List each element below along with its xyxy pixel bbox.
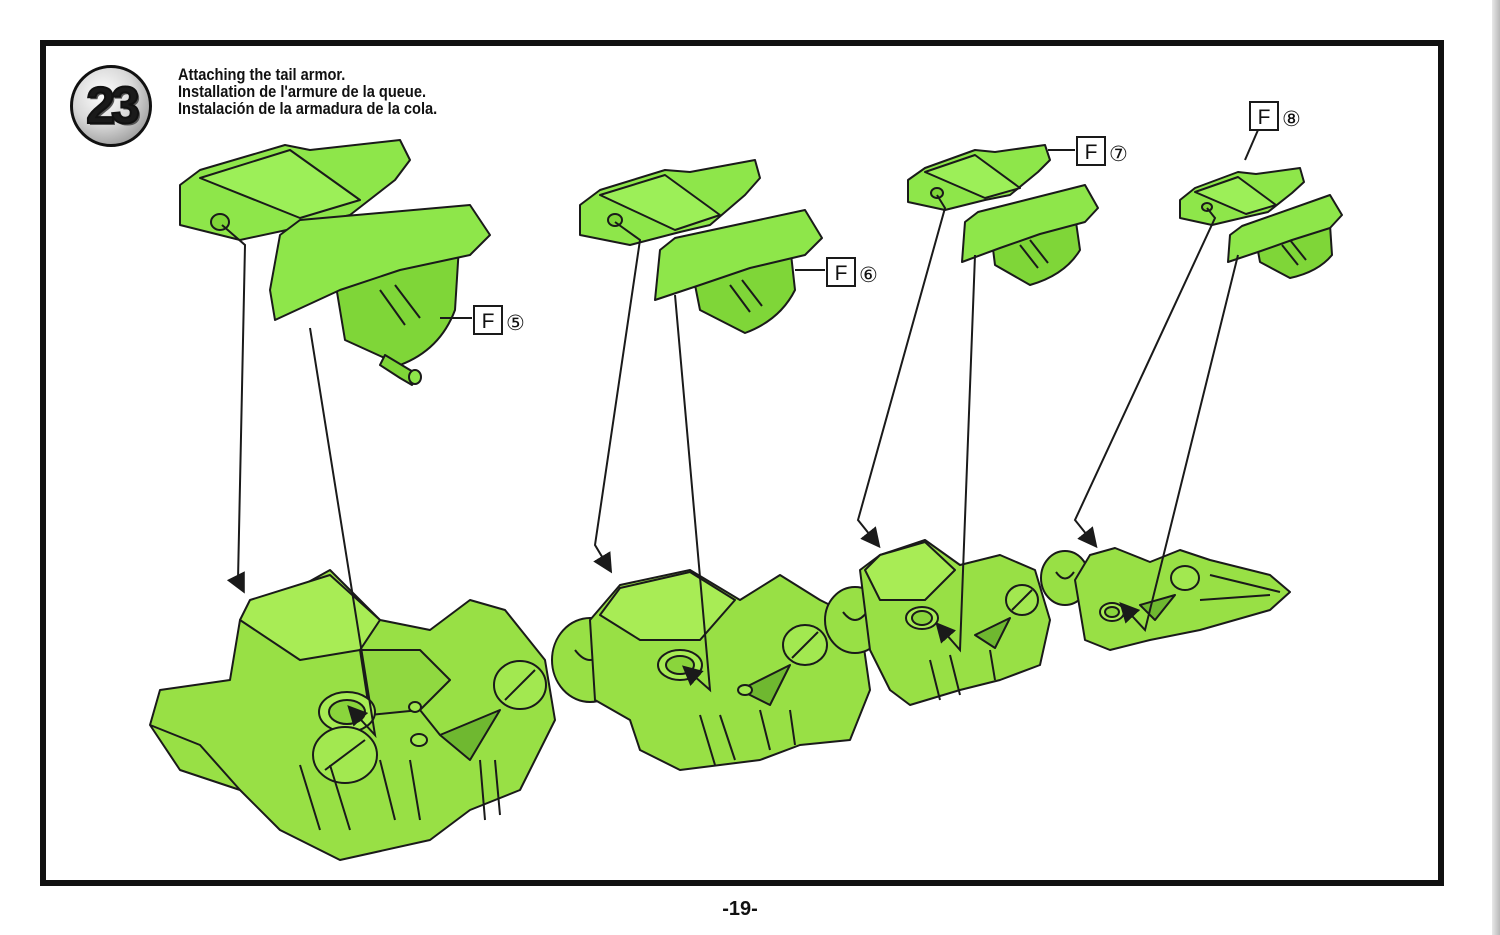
assembly-guides [221,129,1259,739]
guide-arrow-f6-peg [593,221,642,574]
step-badge: 23 [70,65,152,147]
part-number: ⑤ [506,312,525,335]
guide-arrow-f7-peg [856,194,947,549]
armor-part-f6 [579,159,823,334]
page-edge [1492,0,1500,935]
instruction-spanish: Instalación de la armadura de la cola. [178,99,438,118]
part-label-f6: F ⑥ [826,257,878,287]
leader-f8 [1244,129,1259,161]
part-label-f7: F ⑦ [1076,136,1128,166]
tail-segment-2 [589,569,871,771]
guide-arrow-f6-socket [674,294,712,693]
tail-assembly [149,539,1291,861]
armor-part-f5 [179,139,491,386]
guide-arrow-f5-peg [221,224,247,594]
tail-segment-4 [1074,547,1291,651]
guide-arrow-f8-socket [1119,254,1239,633]
part-label-f8: F ⑧ [1249,101,1301,131]
part-number: ⑧ [1282,108,1301,131]
step-number: 23 [85,76,141,136]
part-number: ⑦ [1109,143,1128,166]
part-tree-letter: F [1085,141,1098,164]
step-instructions: Attaching the tail armor. Installation d… [178,66,437,117]
part-tree-letter: F [482,310,495,333]
armor-part-f7 [907,144,1099,286]
part-tree-letter: F [835,262,848,285]
tail-segment-1 [149,569,556,861]
part-number: ⑥ [859,264,878,287]
guide-arrow-f5-socket [309,327,377,739]
part-tree-letter: F [1258,106,1271,129]
tail-segment-3 [859,539,1051,706]
guide-arrow-f7-socket [935,254,976,653]
instruction-english: Attaching the tail armor. [178,65,346,84]
instruction-french: Installation de l'armure de la queue. [178,82,427,101]
armor-part-f8 [1179,167,1343,279]
page-number: -19- [722,898,758,920]
part-label-f5: F ⑤ [473,305,525,335]
guide-arrow-f8-peg [1073,207,1217,549]
